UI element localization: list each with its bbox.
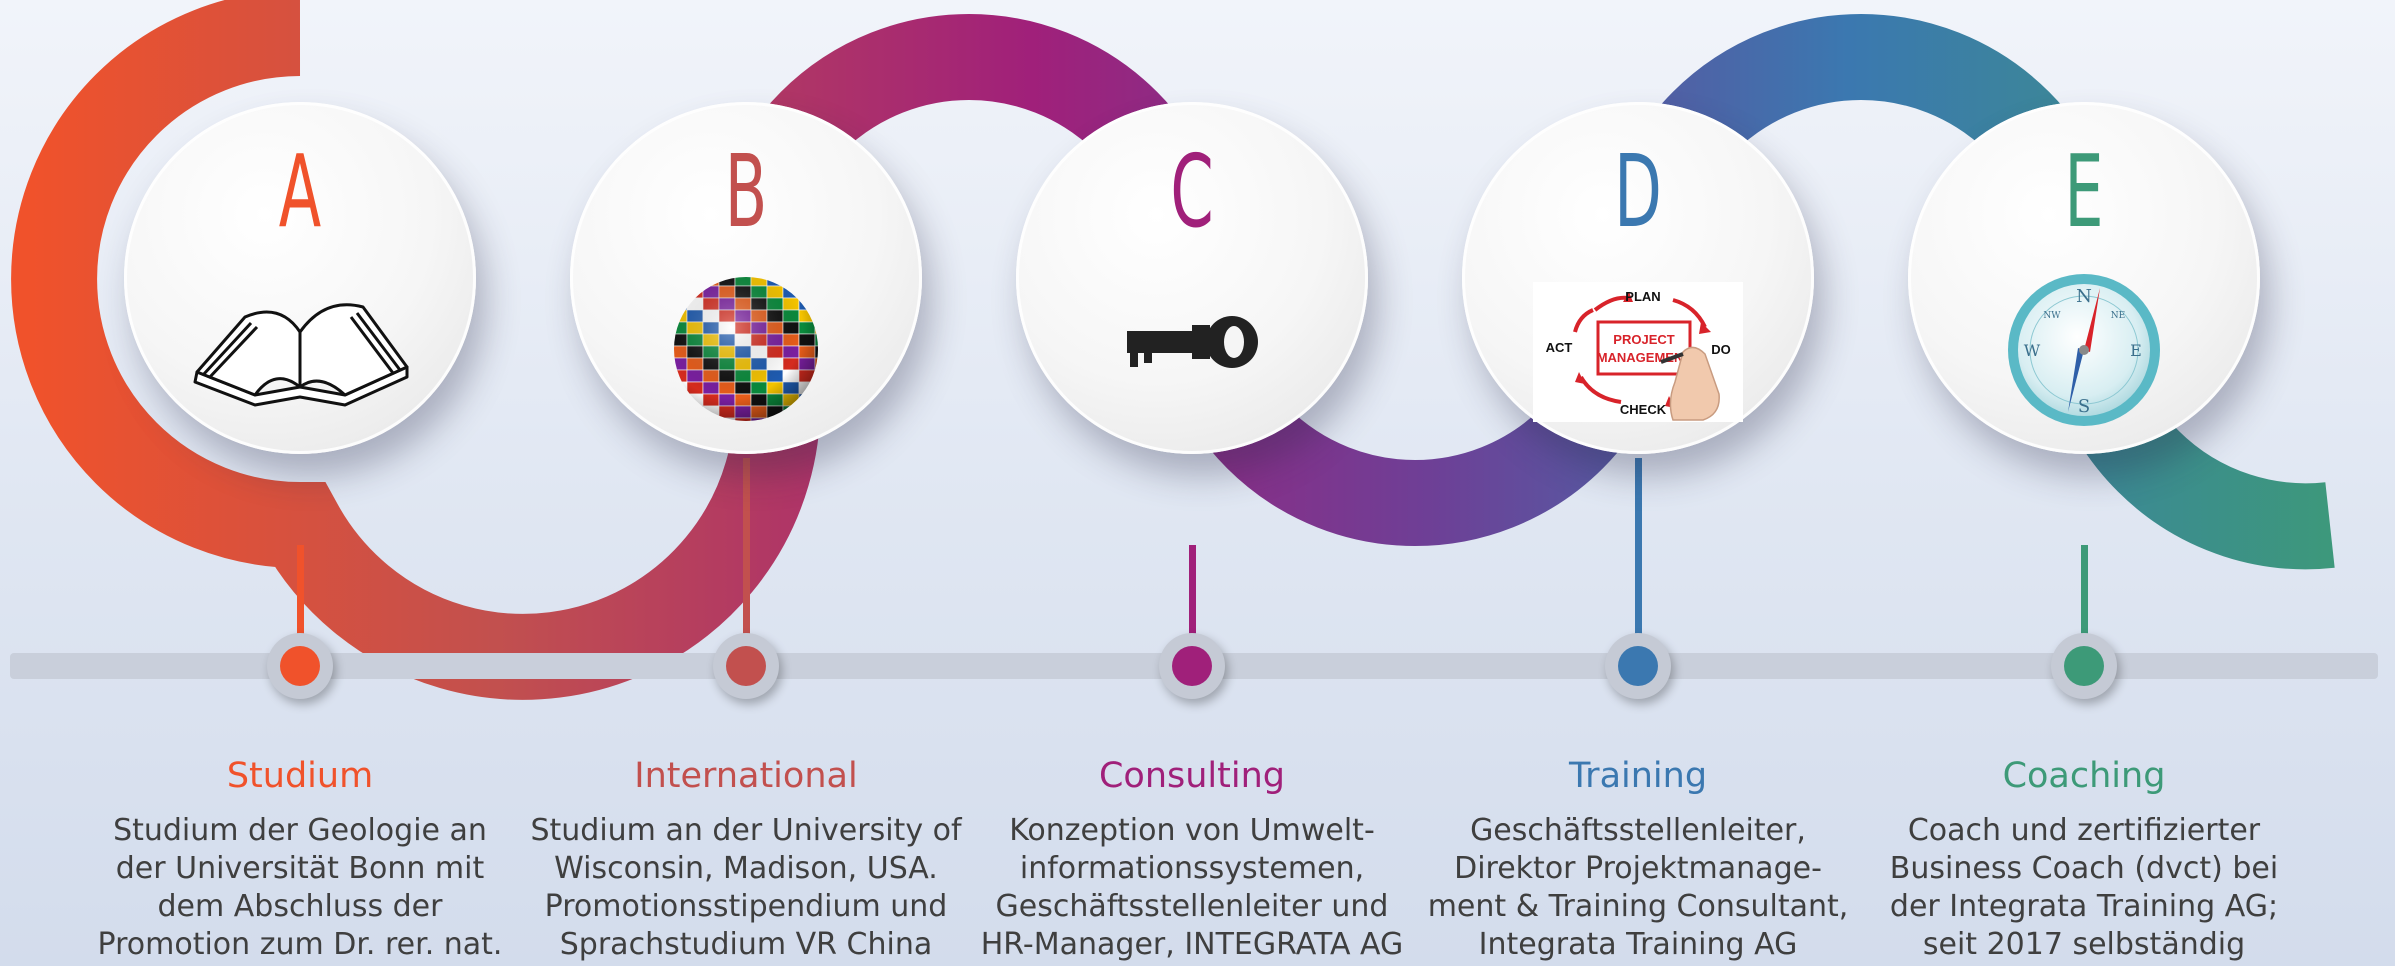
stage-description-line: Coach und zertifizierter: [1907, 813, 2261, 848]
stage-description: Geschäftsstellenleiter,Direktor Projektm…: [1418, 812, 1858, 964]
pdca-act-label: ACT: [1546, 340, 1573, 355]
stage-description-line: Geschäftsstellenleiter,: [1470, 813, 1806, 848]
stage-title: International: [634, 756, 858, 796]
stage-letter: B: [724, 133, 768, 250]
timeline-dot: [713, 633, 779, 699]
stage-description-line: Geschäftsstellenleiter und: [995, 889, 1389, 924]
timeline-dot-core: [1618, 646, 1658, 686]
compass-n: N: [2076, 286, 2092, 307]
stage-connector: [743, 458, 750, 666]
stage-title: Training: [1568, 756, 1708, 796]
timeline-dot-core: [726, 646, 766, 686]
stage-description: Konzeption von Umwelt-informationssystem…: [972, 812, 1412, 964]
stage-description-line: Promotion zum Dr. rer. nat.: [97, 927, 503, 962]
timeline-dot-core: [1172, 646, 1212, 686]
stage-letter: C: [1170, 133, 1214, 250]
stage-connector: [2081, 545, 2088, 666]
key-icon: [1122, 307, 1262, 377]
compass-s: S: [2078, 396, 2090, 417]
pdca-do-label: DO: [1711, 342, 1731, 357]
flag-globe-icon: [671, 274, 821, 424]
stage-description-line: Studium der Geologie an: [113, 813, 487, 848]
pdca-center-line1: PROJECT: [1613, 332, 1674, 347]
timeline-dot: [2051, 633, 2117, 699]
stage-title: Consulting: [1098, 756, 1286, 796]
stage-plate-b: B: [570, 102, 922, 454]
stage-description-line: Business Coach (dvct) bei: [1889, 851, 2279, 886]
timeline-dot-core: [280, 646, 320, 686]
stage-description-line: Wisconsin, Madison, USA.: [554, 851, 938, 886]
stage-plate-a: A: [124, 102, 476, 454]
stage-description-line: der Universität Bonn mit: [115, 851, 485, 886]
stage-description-line: Konzeption von Umwelt-: [1009, 813, 1375, 848]
stage-letter: A: [278, 133, 322, 250]
timeline-dot-core: [2064, 646, 2104, 686]
stage-description-line: der Integrata Training AG;: [1889, 889, 2279, 924]
pdca-check-label: CHECK: [1620, 402, 1667, 417]
compass-e: E: [2130, 341, 2142, 360]
stage-title: Coaching: [2002, 756, 2166, 796]
compass-nw: NW: [2043, 311, 2061, 321]
stage-connector: [1635, 458, 1642, 666]
open-book-icon: [185, 287, 415, 417]
stage-description-line: Direktor Projektmanage-: [1454, 851, 1822, 886]
stage-description-line: HR-Manager, INTEGRATA AG: [980, 927, 1404, 962]
stage-description-line: Sprachstudium VR China: [559, 927, 933, 962]
pdca-cycle-icon: PLAN DO CHECK ACT PROJECT MANAGEMENT: [1533, 282, 1743, 422]
timeline-dot: [1159, 633, 1225, 699]
stage-description-line: dem Abschluss der: [157, 889, 443, 924]
stage-title: Studium: [226, 756, 374, 796]
stage-description-line: Promotionsstipendium und: [544, 889, 948, 924]
stage-plate-c: C: [1016, 102, 1368, 454]
pdca-plan-label: PLAN: [1625, 289, 1660, 304]
stage-letter: D: [1614, 133, 1662, 250]
stage-plate-e: E N E S W NW NE: [1908, 102, 2260, 454]
stage-plate-d: D PLAN DO CHECK ACT PROJECT MANAGEMENT: [1462, 102, 1814, 454]
stage-letter: E: [2064, 133, 2104, 250]
stage-description-line: informationssystemen,: [1019, 851, 1365, 886]
stage-description-line: seit 2017 selbständig: [1922, 927, 2246, 962]
stage-connector: [297, 545, 304, 666]
stage-description-line: Studium an der University of: [530, 813, 962, 848]
timeline-dot: [1605, 633, 1671, 699]
stage-connector: [1189, 545, 1196, 666]
stage-description-line: Integrata Training AG: [1478, 927, 1798, 962]
timeline-dot: [267, 633, 333, 699]
stage-description-line: ment & Training Consultant,: [1427, 889, 1849, 924]
compass-icon: N E S W NW NE: [2004, 270, 2164, 430]
compass-ne: NE: [2111, 311, 2125, 321]
compass-w: W: [2024, 341, 2041, 360]
